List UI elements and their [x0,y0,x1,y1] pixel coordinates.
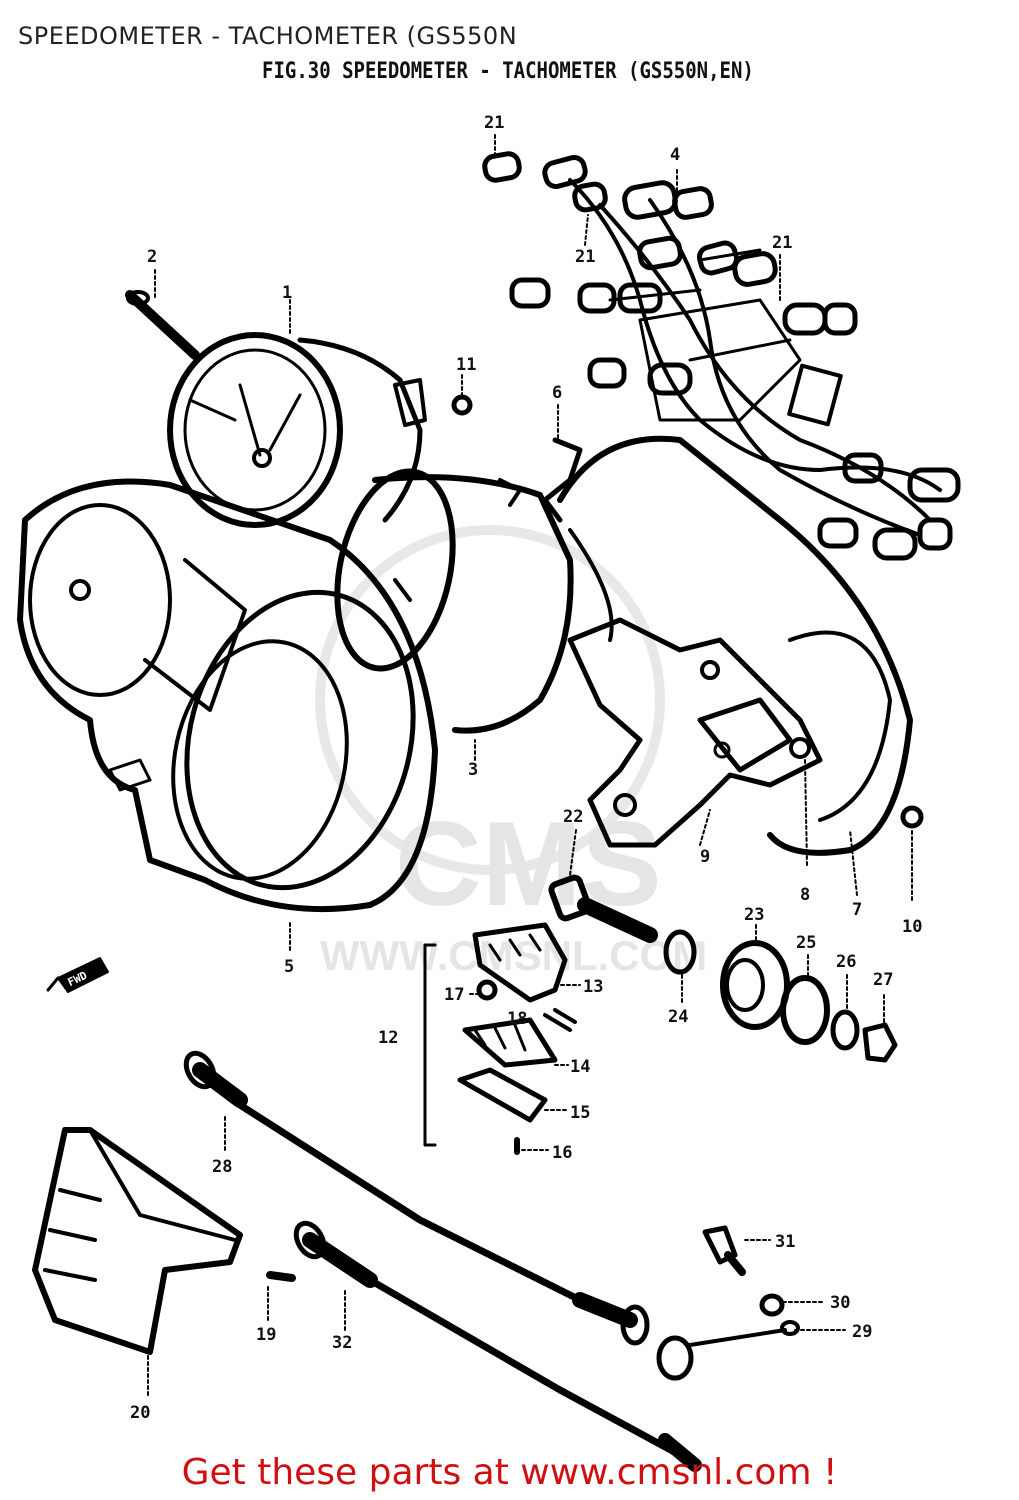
speedometer-cable [183,1050,650,1346]
speedometer [167,332,427,528]
part-label-18: 18 [507,1009,527,1029]
part-label-21c: 21 [772,233,792,253]
part-label-4: 4 [670,145,680,165]
washer-30 [759,1293,785,1317]
meter-case [17,478,438,913]
cable-guide-29 [656,1320,800,1381]
part-label-32: 32 [332,1333,352,1353]
part-label-12: 12 [378,1028,398,1048]
tachometer-cable [293,1220,702,1472]
socket-13 [472,922,568,1003]
part-label-27: 27 [873,970,893,990]
part-label-6: 6 [552,383,562,403]
part-label-30: 30 [830,1293,850,1313]
cover-15 [457,1067,548,1123]
grommet-23 [720,940,790,1030]
part-label-8: 8 [800,885,810,905]
part-label-28: 28 [212,1157,232,1177]
washer-24 [663,929,697,975]
page-title: SPEEDOMETER - TACHOMETER (GS550N [18,22,518,50]
part-labels: 1 2 3 4 5 6 7 8 9 10 11 12 13 14 15 16 1… [130,113,922,1423]
indicator-bulbs [482,151,961,561]
part-label-23: 23 [744,905,764,925]
meter-cover-20 [32,1127,243,1355]
part-label-19: 19 [256,1325,276,1345]
part-label-24: 24 [668,1007,688,1027]
part-label-22: 22 [563,807,583,827]
part-label-17: 17 [444,985,464,1005]
screw-17 [476,979,498,1001]
part-label-25: 25 [796,933,816,953]
part-label-11: 11 [456,355,476,375]
part-label-16: 16 [552,1143,572,1163]
part-label-10: 10 [902,917,922,937]
figure-title: FIG.30 SPEEDOMETER - TACHOMETER (GS550N,… [262,58,754,84]
screw-2 [125,290,200,360]
fwd-arrow-icon [46,957,109,993]
part-label-21b: 21 [575,247,595,267]
washer-25 [780,975,830,1045]
terminal-18 [543,1008,577,1032]
part-label-14: 14 [570,1057,590,1077]
part-label-29: 29 [852,1322,872,1342]
bolt-22 [548,874,658,943]
part-label-21a: 21 [484,113,504,133]
part-label-3: 3 [468,760,478,780]
part-label-20: 20 [130,1403,150,1423]
part-label-1: 1 [282,283,292,303]
assembly-bracket-12 [423,943,437,1147]
part-label-7: 7 [852,900,862,920]
part-label-5: 5 [284,957,294,977]
watermark: CMS WWW.CMSNL.COM [315,525,707,979]
terminal-block-14 [462,1017,558,1068]
wiring-harness [568,178,942,537]
nut-27 [862,1022,898,1063]
nut-10 [900,805,924,829]
leader-lines [147,134,913,1396]
footer-cta-link[interactable]: Get these parts at www.cmsnl.com ! [181,1452,838,1493]
part-label-13: 13 [583,977,603,997]
screw-19 [266,1271,296,1282]
part-label-31: 31 [775,1232,795,1252]
watermark-brand: CMS [395,797,662,931]
screw-11 [451,394,473,416]
part-label-2: 2 [147,247,157,267]
bolt-31 [702,1225,746,1276]
part-label-9: 9 [700,847,710,867]
tachometer [334,468,574,734]
mounting-plate [567,617,823,848]
washer-26 [830,1009,860,1051]
part-label-26: 26 [836,952,856,972]
meter-bracket-cover [557,435,913,856]
part-label-15: 15 [570,1103,590,1123]
bracket-6 [498,437,583,523]
